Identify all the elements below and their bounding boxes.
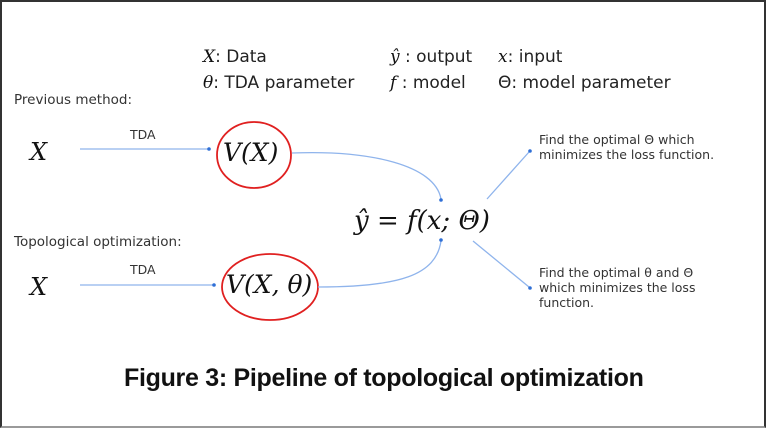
legend-output: ŷ : output [390, 46, 472, 68]
symbol-X: X [203, 47, 216, 67]
legend-text-model-param: : model parameter [511, 73, 671, 93]
top-outcome-note: Find the optimal Θ which minimizes the l… [539, 132, 715, 162]
legend-model-parameter: Θ: model parameter [498, 72, 671, 94]
previous-tda-label: TDA [130, 127, 156, 142]
legend-text-data: : Data [215, 47, 267, 67]
previous-input-X: X [30, 138, 48, 166]
symbol-x: x [498, 47, 508, 67]
legend-text-output: : output [399, 47, 473, 67]
legend-input: x: input [498, 46, 562, 68]
legend-text-tda-param: : TDA parameter [213, 73, 355, 93]
model-equation: ŷ = f(x; Θ) [354, 206, 490, 236]
bottom-outcome-note: Find the optimal θ and Θ which minimizes… [539, 265, 696, 310]
symbol-y-hat: ŷ [390, 47, 400, 67]
topological-optimization-label: Topological optimization: [14, 234, 182, 250]
symbol-Theta: Θ [498, 73, 512, 93]
arrowhead-icon [439, 198, 443, 202]
topological-input-X: X [30, 273, 48, 301]
model-to-bottom-outcome-arrow [472, 240, 530, 288]
previous-node-v-x: V(X) [223, 138, 279, 167]
arrowhead-icon [439, 238, 443, 242]
symbol-theta: θ [203, 73, 214, 93]
topological-node-v-x-theta: V(X, θ) [226, 270, 313, 299]
v-x-highlight-ellipse [216, 121, 292, 189]
legend-model: f : model [390, 72, 466, 94]
arrowhead-icon [528, 286, 532, 290]
arrowhead-icon [207, 147, 211, 151]
legend-text-input: : input [507, 47, 563, 67]
legend-data: X: Data [203, 46, 267, 68]
previous-method-label: Previous method: [14, 92, 133, 108]
symbol-f: f [390, 73, 397, 93]
figure-frame [0, 0, 766, 428]
arrowhead-icon [528, 149, 532, 153]
topological-to-model-curve [317, 240, 442, 288]
model-to-top-outcome-arrow [486, 151, 530, 200]
figure-caption: Figure 3: Pipeline of topological optimi… [124, 364, 644, 392]
topological-tda-label: TDA [130, 262, 156, 277]
arrowhead-icon [212, 283, 216, 287]
legend-tda-parameter: θ: TDA parameter [203, 72, 354, 94]
previous-to-model-curve [291, 151, 442, 200]
legend-text-model: : model [396, 73, 466, 93]
